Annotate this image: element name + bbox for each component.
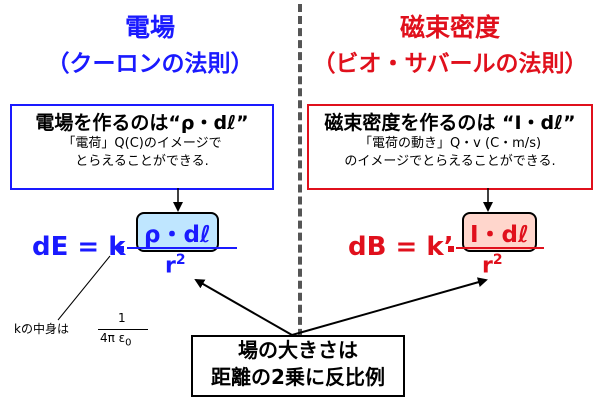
- center-note-box: 場の大きさは 距離の2乗に反比例: [191, 335, 405, 397]
- left-multiply-dot: [118, 246, 124, 252]
- left-box-line2: とらえることができる.: [75, 154, 209, 169]
- left-subtitle: （クーロンの法則）: [46, 51, 254, 77]
- k-label: kの中身は: [14, 322, 69, 336]
- right-denominator: r2: [482, 252, 503, 279]
- right-multiply-dot: [448, 246, 454, 252]
- center-divider: [298, 4, 302, 397]
- center-to-right-arrow: [291, 277, 488, 336]
- right-numerator: I・dℓ: [462, 212, 537, 252]
- center-note-line1: 場の大きさは: [238, 338, 358, 362]
- right-box-line2: のイメージでとらえることができる.: [344, 154, 556, 169]
- left-fraction-bar: [127, 247, 237, 249]
- k-denominator: 4π ε0: [100, 331, 132, 349]
- right-info-box: 磁束密度を作るのは “I・dℓ” 「電荷の動き」Q・v (C・m/s) のイメー…: [307, 104, 593, 190]
- right-fraction-bar: [456, 247, 544, 249]
- right-subtitle: （ビオ・サバールの法則）: [312, 51, 588, 77]
- left-info-box: 電場を作るのは“ρ・dℓ” 「電荷」Q(C)のイメージで とらえることができる.: [10, 104, 274, 190]
- right-box-line1: 「電荷の動き」Q・v (C・m/s): [358, 136, 542, 151]
- right-box-title: 磁束密度を作るのは “I・dℓ”: [324, 112, 576, 134]
- center-to-left-arrow: [194, 279, 293, 336]
- k-pointer-line: [57, 255, 111, 321]
- k-numerator: 1: [118, 311, 126, 325]
- left-numerator: ρ・dℓ: [136, 212, 219, 252]
- left-title: 電場: [124, 13, 175, 42]
- left-box-title: 電場を作るのは“ρ・dℓ”: [35, 112, 249, 134]
- k-fraction-bar: [98, 329, 148, 330]
- left-formula-lhs: dE = k: [32, 232, 126, 262]
- center-note-line2: 距離の2乗に反比例: [211, 365, 385, 389]
- right-title: 磁束密度: [399, 13, 500, 42]
- left-denominator: r2: [165, 252, 186, 279]
- left-box-line1: 「電荷」Q(C)のイメージで: [62, 136, 222, 151]
- right-formula-lhs: dB = k’: [348, 232, 454, 262]
